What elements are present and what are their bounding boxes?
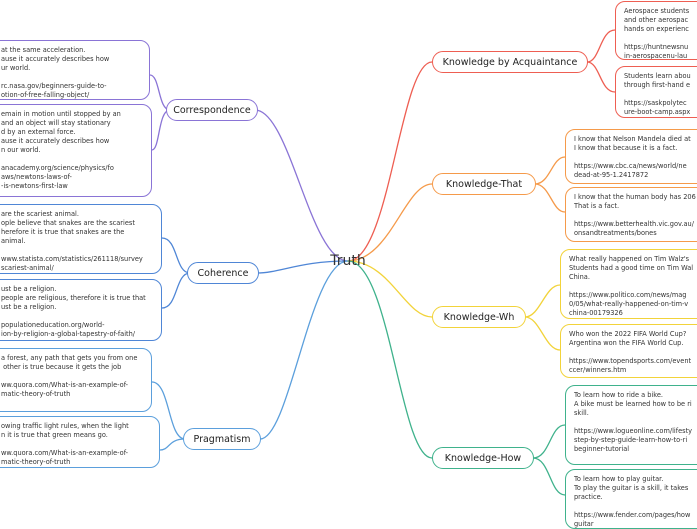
topic-knowledge-wh[interactable]: Knowledge-Wh — [432, 306, 526, 328]
topic-pragmatism[interactable]: Pragmatism — [183, 428, 261, 450]
link-pragmatism — [259, 260, 349, 440]
link-how-note1 — [532, 424, 566, 459]
note-correspondence-1[interactable]: at the same acceleration. ause it accura… — [0, 40, 150, 100]
link-that-note2 — [534, 183, 566, 213]
link-correspondence — [254, 109, 349, 262]
link-knowledge-that — [347, 183, 433, 262]
link-prag-note1 — [151, 381, 186, 440]
note-knowledge-how-1[interactable]: To learn how to ride a bike. A bike must… — [565, 385, 697, 465]
link-knowledge-how — [347, 260, 433, 459]
link-how-note2 — [532, 457, 566, 496]
note-acquaintance-1[interactable]: Aerospace students and other aerospac ha… — [615, 1, 697, 60]
note-coherence-1[interactable]: are the scariest animal. ople believe th… — [0, 204, 162, 274]
note-knowledge-that-2[interactable]: I know that the human body has 206 That … — [565, 187, 697, 242]
link-wh-note2 — [524, 316, 561, 351]
link-coh-note2 — [161, 272, 191, 309]
note-coherence-2[interactable]: ust be a religion. people are religious,… — [0, 279, 162, 341]
link-acquaintance — [347, 61, 433, 262]
topic-knowledge-how[interactable]: Knowledge-How — [432, 447, 534, 469]
link-knowledge-wh — [347, 260, 433, 318]
central-topic[interactable]: Truth — [330, 253, 366, 269]
topic-correspondence[interactable]: Correspondence — [166, 99, 258, 121]
note-knowledge-that-1[interactable]: I know that Nelson Mandela died at I kno… — [565, 129, 697, 184]
topic-knowledge-that[interactable]: Knowledge-That — [432, 173, 536, 195]
link-prag-note2 — [159, 438, 186, 451]
link-that-note1 — [534, 156, 566, 185]
note-knowledge-wh-1[interactable]: What really happened on Tim Walz's Stude… — [560, 249, 697, 319]
link-acq-note2 — [586, 61, 616, 93]
note-correspondence-2[interactable]: emain in motion until stopped by an and … — [0, 104, 152, 197]
topic-coherence[interactable]: Coherence — [187, 262, 259, 284]
link-acq-note1 — [586, 29, 616, 63]
link-coherence — [256, 260, 349, 274]
note-pragmatism-1[interactable]: a forest, any path that gets you from on… — [0, 348, 152, 412]
note-knowledge-wh-2[interactable]: Who won the 2022 FIFA World Cup? Argenti… — [560, 324, 697, 378]
note-knowledge-how-2[interactable]: To learn how to play guitar. To play the… — [565, 469, 697, 529]
link-coh-note1 — [161, 237, 191, 274]
note-acquaintance-2[interactable]: Students learn abou through first-hand e… — [615, 66, 697, 118]
link-wh-note1 — [524, 284, 561, 318]
topic-knowledge-by-acquaintance[interactable]: Knowledge by Acquaintance — [432, 51, 588, 73]
note-pragmatism-2[interactable]: owing traffic light rules, when the ligh… — [0, 416, 160, 468]
